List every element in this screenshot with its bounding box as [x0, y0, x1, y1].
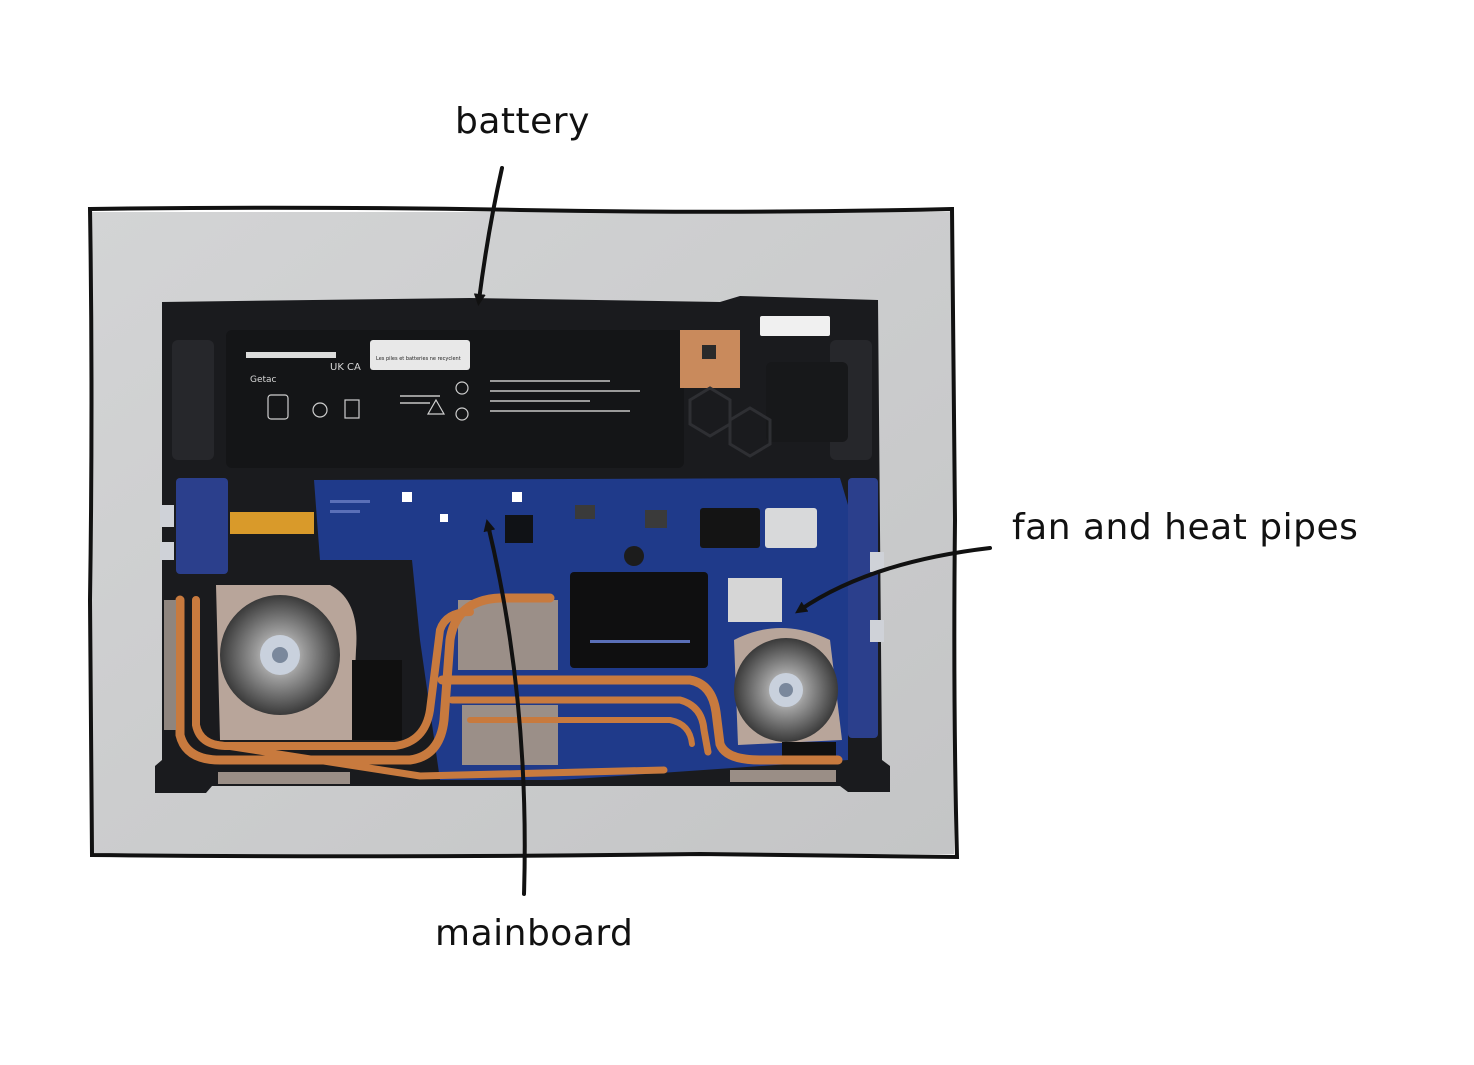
battery-pack: Getac UK CA Les piles et batteries ne re…	[226, 330, 684, 468]
battery-warning-text: Les piles et batteries ne recyclent	[376, 356, 461, 362]
fan-and-heat-pipes-label: fan and heat pipes	[1012, 507, 1359, 548]
callout-arrows	[473, 166, 992, 896]
radiator-fins	[164, 600, 836, 784]
right-fan	[734, 628, 842, 764]
upper-right-components	[680, 316, 848, 458]
cold-plates	[458, 600, 558, 765]
battery-arrow	[473, 166, 504, 306]
heat-pipes	[175, 593, 843, 780]
fan-arrow	[795, 546, 992, 614]
battery-brand-text: Getac	[250, 375, 277, 385]
mainboard-label: mainboard	[435, 913, 634, 954]
frame-outline	[87, 205, 960, 860]
left-fan	[216, 585, 402, 740]
battery-marks-text: UK CA	[330, 362, 361, 373]
mainboard-arrow	[483, 519, 527, 896]
battery-label: battery	[455, 101, 590, 142]
